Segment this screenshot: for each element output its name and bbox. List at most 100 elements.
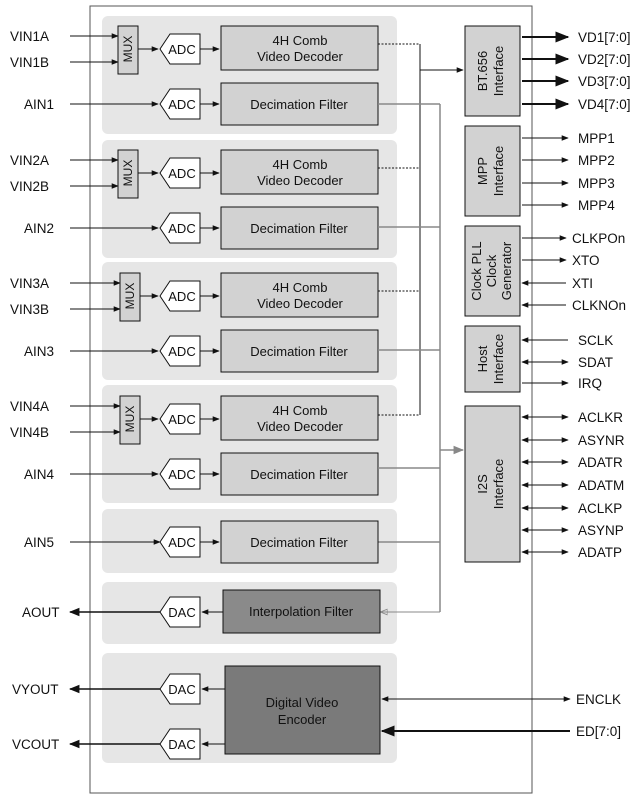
- comb-decoder-label-1: 4H Comb: [273, 403, 328, 418]
- interpolation-filter: Interpolation Filter: [249, 604, 354, 619]
- mpp-pin-label: MPP1: [578, 131, 615, 146]
- clock-pin-label: XTO: [572, 253, 600, 268]
- i2s-pin-label: ADATR: [578, 455, 623, 470]
- comb-decoder-label-1: 4H Comb: [273, 157, 328, 172]
- decimation-filter-block: [220, 329, 379, 373]
- clock-label-3: Generator: [499, 241, 514, 300]
- adc-label: ADC: [168, 412, 195, 427]
- comb-decoder-label-2: Video Decoder: [257, 419, 343, 434]
- i2s-pin-label: ASYNP: [578, 523, 624, 538]
- host-interface: Host Interface: [464, 325, 521, 393]
- comb-decoder-label-1: 4H Comb: [273, 33, 328, 48]
- comb-decoder-label-1: 4H Comb: [273, 280, 328, 295]
- mux-block: [119, 395, 141, 445]
- adc-ain5: ADC: [168, 535, 195, 550]
- clock-pin-label: XTI: [572, 276, 593, 291]
- comb-decoder-label-2: Video Decoder: [257, 49, 343, 64]
- mux-label: MUX: [123, 283, 137, 310]
- enclk-label: ENCLK: [576, 692, 621, 707]
- ain-label: AIN2: [24, 221, 54, 236]
- i2s-pin-label: ADATP: [578, 545, 622, 560]
- host-pin-label: SCLK: [578, 333, 613, 348]
- mux-label: MUX: [123, 406, 137, 433]
- mpp-pin-label: MPP4: [578, 198, 615, 213]
- mpp-interface: MPP Interface: [464, 125, 521, 217]
- mpp-label-2: Interface: [491, 146, 506, 197]
- bt656-pin-label: VD3[7:0]: [578, 74, 631, 89]
- clock-label-2: Clock: [484, 254, 499, 287]
- decimation-filter-label: Decimation Filter: [250, 467, 348, 482]
- mux-block: [117, 25, 139, 75]
- clock-label-1: Clock PLL: [469, 241, 484, 300]
- adc-label: ADC: [168, 166, 195, 181]
- dac-aout: DAC: [168, 605, 195, 620]
- adc-label: ADC: [168, 97, 195, 112]
- clock-pll-generator: Clock PLL Clock Generator: [464, 225, 521, 317]
- encoder-label-2: Encoder: [278, 712, 327, 727]
- encoder-label-1: Digital Video: [266, 695, 339, 710]
- dac-vcout: DAC: [168, 737, 195, 752]
- vin-a-label: VIN1A: [10, 29, 49, 44]
- bt656-label-1: BT.656: [475, 51, 490, 91]
- adc-label: ADC: [168, 221, 195, 236]
- vin-a-label: VIN4A: [10, 399, 49, 414]
- mpp-label-1: MPP: [475, 157, 490, 185]
- comb-decoder-block: [220, 272, 379, 318]
- mux-label: MUX: [121, 160, 135, 187]
- comb-decoder-label-2: Video Decoder: [257, 173, 343, 188]
- bt656-pin-label: VD4[7:0]: [578, 97, 631, 112]
- video-encoder-row: Digital Video Encoder DAC VYOUT DAC VCOU…: [12, 665, 621, 760]
- decimation-filter-block: [220, 82, 379, 126]
- comb-decoder-block: [220, 25, 379, 71]
- host-pin-label: SDAT: [578, 355, 613, 370]
- bt656-interface: BT.656 Interface: [464, 25, 521, 117]
- audio-out-row: Interpolation Filter DAC AOUT: [22, 589, 381, 634]
- adc-label: ADC: [168, 344, 195, 359]
- adc-label: ADC: [168, 42, 195, 57]
- comb-decoder-block: [220, 395, 379, 441]
- decimation-filter-label: Decimation Filter: [250, 221, 348, 236]
- ain-label: AIN3: [24, 344, 54, 359]
- bt656-label-2: Interface: [491, 46, 506, 97]
- internal-buses: [378, 43, 465, 612]
- right-signals: VD1[7:0]VD2[7:0]VD3[7:0]VD4[7:0]MPP1MPP2…: [521, 30, 631, 560]
- host-label-1: Host: [475, 345, 490, 372]
- bt656-pin-label: VD2[7:0]: [578, 52, 631, 67]
- i2s-interface: I2S Interface: [464, 405, 521, 563]
- decimation-filter-label: Decimation Filter: [250, 344, 348, 359]
- mux-block: [117, 149, 139, 199]
- mux-block: [119, 272, 141, 322]
- i2s-label-1: I2S: [475, 474, 490, 494]
- vyout-label: VYOUT: [12, 682, 59, 697]
- host-pin-label: IRQ: [578, 376, 602, 391]
- decimation-filter-block: [220, 452, 379, 496]
- ed-label: ED[7:0]: [576, 724, 621, 739]
- mux-label: MUX: [121, 36, 135, 63]
- vcout-label: VCOUT: [12, 737, 59, 752]
- vin-a-label: VIN3A: [10, 276, 49, 291]
- bt656-pin-label: VD1[7:0]: [578, 30, 631, 45]
- i2s-pin-label: ADATM: [578, 478, 624, 493]
- ain-label: AIN4: [24, 467, 55, 482]
- ain5-label: AIN5: [24, 535, 54, 550]
- i2s-pin-label: ASYNR: [578, 433, 625, 448]
- comb-decoder-block: [220, 149, 379, 195]
- vin-a-label: VIN2A: [10, 153, 49, 168]
- mpp-pin-label: MPP3: [578, 176, 615, 191]
- host-label-2: Interface: [491, 334, 506, 385]
- clock-pin-label: CLKPOn: [572, 231, 625, 246]
- i2s-pin-label: ACLKP: [578, 501, 622, 516]
- i2s-label-2: Interface: [491, 459, 506, 510]
- ain5-row: AIN5 ADC Decimation Filter: [24, 520, 379, 564]
- adc-label: ADC: [168, 467, 195, 482]
- vin-b-label: VIN1B: [10, 55, 49, 70]
- i2s-pin-label: ACLKR: [578, 410, 623, 425]
- ain-label: AIN1: [24, 97, 54, 112]
- comb-decoder-label-2: Video Decoder: [257, 296, 343, 311]
- adc-label: ADC: [168, 289, 195, 304]
